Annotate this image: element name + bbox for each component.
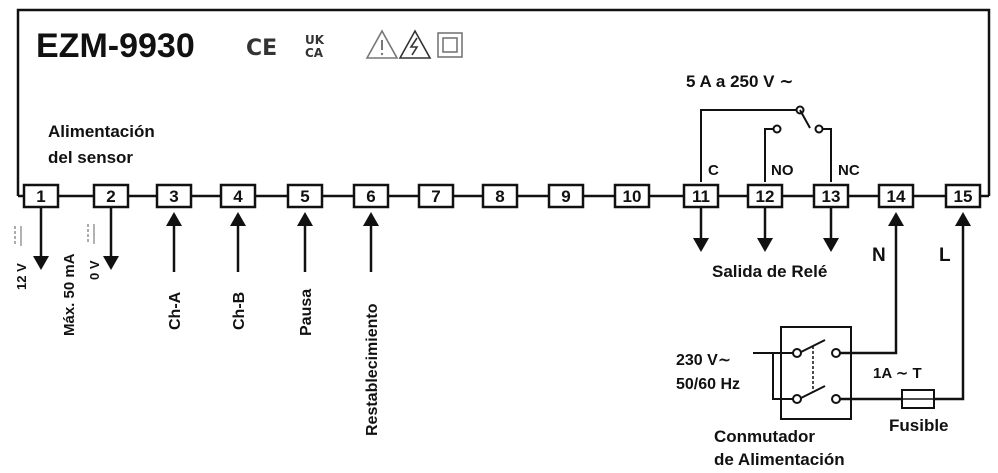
ukca-mark: UK CA — [305, 33, 325, 60]
terminal-box — [877, 183, 915, 209]
terminal-box — [352, 183, 390, 209]
relay-rating: 5 A a 250 V ∼ — [686, 72, 794, 91]
terminal-10: 10 — [613, 183, 651, 209]
t13-arrow — [823, 208, 839, 252]
terminal-box — [286, 183, 324, 209]
t12-arrow — [757, 208, 773, 252]
terminal-box — [812, 183, 850, 209]
relay-label-c: C — [708, 162, 719, 179]
relay-output-label: Salida de Relé — [712, 262, 827, 281]
terminal-number: 2 — [106, 187, 115, 206]
t6-arrow — [363, 212, 379, 272]
terminal-box — [481, 183, 519, 209]
terminal-number: 8 — [495, 187, 504, 206]
relay-contacts — [700, 105, 832, 182]
ukca-mark-bottom: CA — [305, 46, 324, 60]
ce-mark: CE — [246, 36, 277, 61]
power-switch-label-line2: de Alimentación — [714, 450, 845, 469]
relay-label-nc: NC — [838, 162, 860, 179]
terminal-number: 9 — [561, 187, 570, 206]
power-switch-label-line1: Conmutador — [714, 427, 815, 446]
terminal-7: 7 — [417, 183, 455, 209]
supply-frequency-label: 50/60 Hz — [676, 376, 740, 393]
terminal-number: 13 — [822, 187, 841, 206]
terminal-number: 1 — [36, 187, 45, 206]
input-label-restablecimiento: Restablecimiento — [364, 303, 381, 436]
terminal-number: 12 — [756, 187, 775, 206]
sensor-power-title-line1: Alimentación — [48, 122, 155, 141]
device-outline — [16, 8, 991, 196]
terminal-box — [92, 183, 130, 209]
terminal-box — [155, 183, 193, 209]
electric-shock-warning-icon — [398, 29, 432, 59]
terminal-14: 14 — [877, 183, 915, 209]
terminal-number: 6 — [366, 187, 375, 206]
terminal-15: 15 — [944, 183, 982, 209]
t2-voltage-label: 0 V — [87, 260, 102, 280]
line-wire-right — [934, 224, 965, 401]
power-switch-box — [780, 326, 852, 420]
neutral-label: N — [872, 245, 886, 266]
terminal-number: 15 — [954, 187, 973, 206]
max-current-label: Máx. 50 mA — [61, 253, 78, 336]
relay-label-no: NO — [771, 162, 794, 179]
terminal-number: 7 — [431, 187, 440, 206]
terminal-number: 10 — [623, 187, 642, 206]
terminal-box — [746, 183, 784, 209]
input-label-ch-b: Ch-B — [231, 292, 248, 330]
terminal-box — [613, 183, 651, 209]
terminal-9: 9 — [547, 183, 585, 209]
warning-icon — [365, 29, 399, 59]
terminal-11: 11 — [682, 183, 720, 209]
double-insulation-icon — [437, 32, 463, 58]
dc-symbol-t2 — [87, 224, 95, 244]
t14-arrow — [888, 212, 904, 226]
terminal-13: 13 — [812, 183, 850, 209]
terminal-box — [219, 183, 257, 209]
terminal-number: 5 — [300, 187, 309, 206]
terminal-box — [944, 183, 982, 209]
fuse-label: Fusible — [889, 416, 949, 435]
terminal-number: 11 — [692, 187, 710, 206]
t1-voltage-label: 12 V — [14, 263, 29, 290]
t2-arrow — [103, 208, 119, 270]
terminal-8: 8 — [481, 183, 519, 209]
terminal-box — [22, 183, 60, 209]
model-name: EZM-9930 — [36, 27, 195, 65]
line-label: L — [939, 245, 951, 266]
t3-arrow — [166, 212, 182, 272]
terminal-3: 3 — [155, 183, 193, 209]
supply-voltage-label: 230 V∼ — [676, 352, 731, 369]
t15-arrow — [955, 212, 971, 226]
input-label-pausa: Pausa — [298, 289, 315, 336]
terminal-box — [417, 183, 455, 209]
sensor-power-title-line2: del sensor — [48, 148, 133, 167]
terminal-2: 2 — [92, 183, 130, 209]
terminal-6: 6 — [352, 183, 390, 209]
terminal-4: 4 — [219, 183, 257, 209]
neutral-wire — [840, 224, 898, 355]
t1-arrow — [33, 208, 49, 270]
t11-arrow — [693, 208, 709, 252]
t5-arrow — [297, 212, 313, 272]
terminal-number: 14 — [887, 187, 906, 206]
t4-arrow — [230, 212, 246, 272]
terminal-12: 12 — [746, 183, 784, 209]
terminal-number: 4 — [233, 187, 243, 206]
dc-symbol-t1 — [14, 226, 22, 246]
ukca-mark-top: UK — [305, 33, 325, 47]
terminal-box — [547, 183, 585, 209]
fuse-rating-label: 1A ∼ T — [873, 365, 922, 382]
terminal-1: 1 — [22, 183, 60, 209]
terminal-number: 3 — [169, 187, 178, 206]
terminal-5: 5 — [286, 183, 324, 209]
terminal-box — [682, 183, 720, 209]
supply-wire-bottom — [772, 353, 793, 400]
input-label-ch-a: Ch-A — [167, 291, 184, 330]
